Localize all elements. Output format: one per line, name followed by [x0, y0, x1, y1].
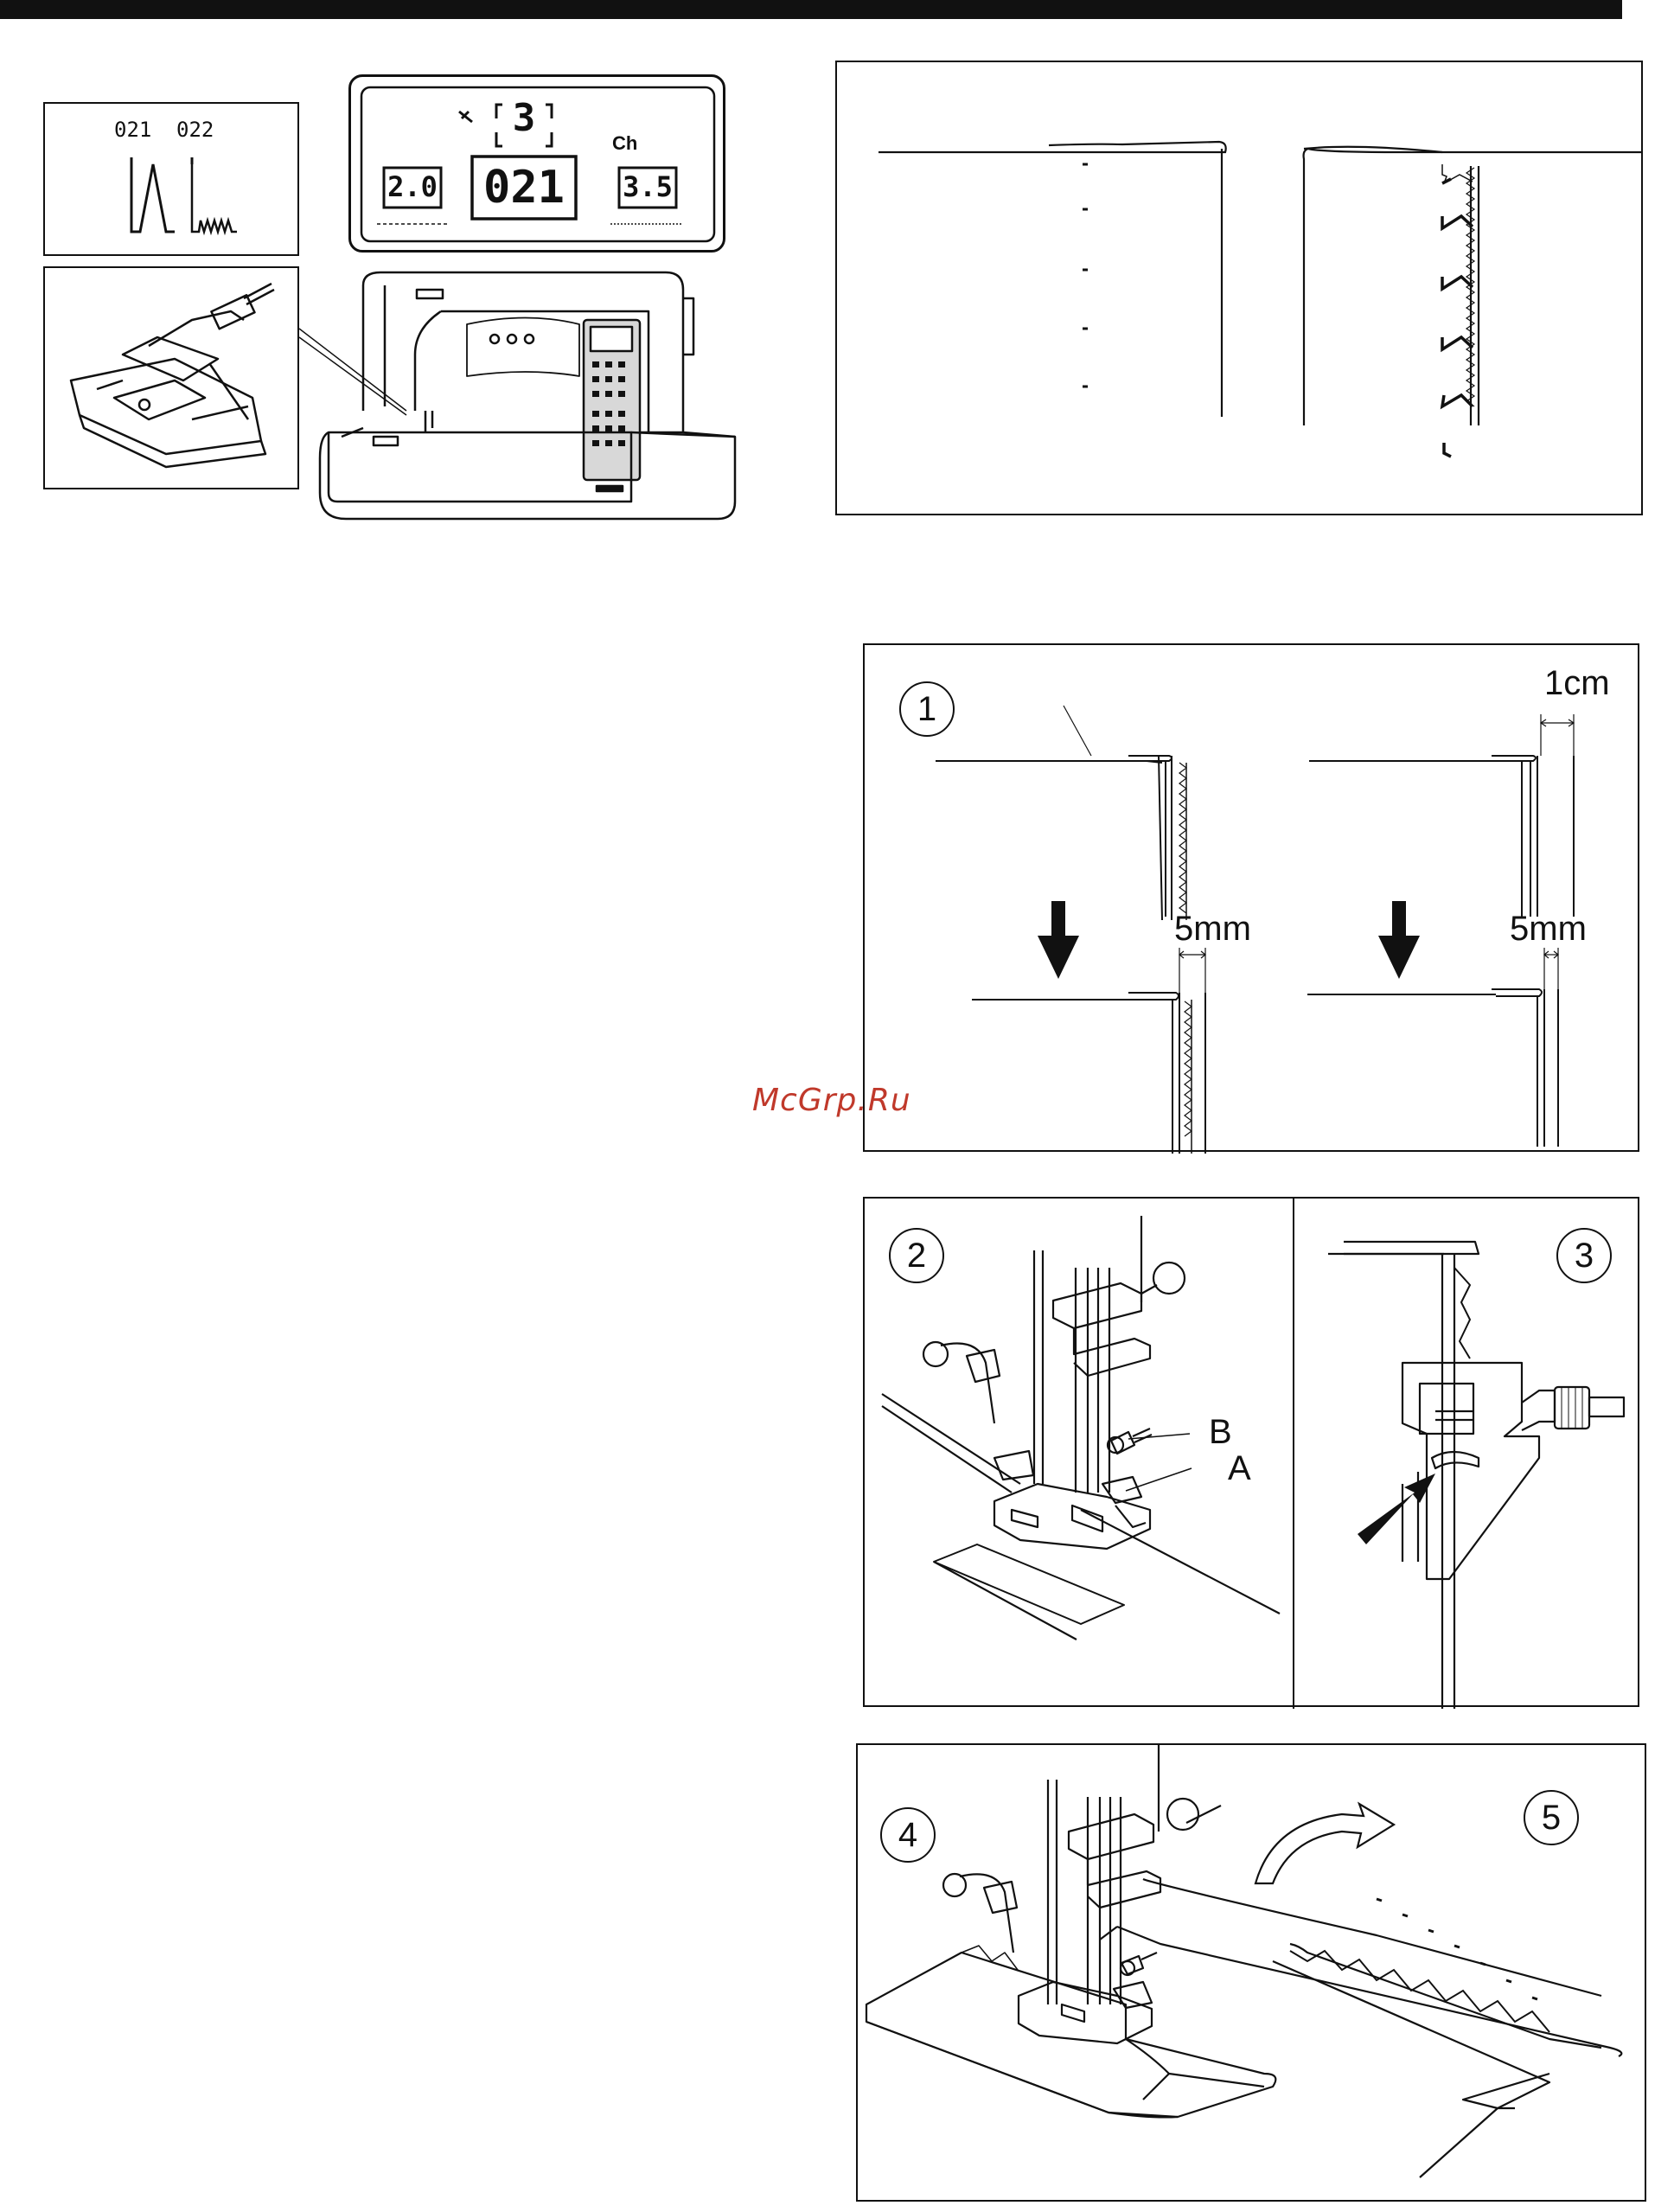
lcd-display-box: 3 2.0 021 3.5 Ch	[348, 74, 725, 253]
fig1-dim-1cm: 1cm	[1544, 664, 1610, 703]
lcd-length-value: 3.5	[619, 170, 676, 203]
lcd-width-value: 2.0	[384, 170, 441, 203]
fig1-dim-5mm-right: 5mm	[1510, 910, 1587, 949]
fig2-step-number: 2	[889, 1228, 944, 1283]
blind-hem-result-diagram	[837, 62, 1645, 517]
fig4-fig5-box: 4 5	[856, 1743, 1646, 2202]
fig3-step-number: 3	[1556, 1228, 1612, 1283]
header-bar	[0, 0, 1622, 19]
fig1-step-number: 1	[899, 681, 955, 737]
fig2-label-b: B	[1209, 1413, 1232, 1452]
fig2-label-a: A	[1228, 1449, 1251, 1488]
stitch-pattern-icons	[45, 104, 301, 258]
stitch-pattern-box: 021 022	[43, 102, 299, 256]
fig1-box: 1 1cm 5mm 5mm	[863, 643, 1639, 1152]
presser-foot-detail-box	[43, 266, 299, 489]
fig1-dim-5mm-left: 5mm	[1174, 910, 1251, 949]
lcd-length-icon-label: Ch	[612, 132, 637, 155]
blind-hem-result-box	[835, 61, 1643, 515]
watermark-text: McGrp.Ru	[752, 1083, 911, 1118]
lcd-top-value: 3	[505, 96, 543, 140]
fig5-step-number: 5	[1524, 1790, 1579, 1845]
lcd-pattern-number: 021	[472, 162, 576, 214]
fig4-step-number: 4	[880, 1807, 936, 1863]
fig2-presser-foot-guide-diagram	[865, 1199, 1641, 1709]
fig2-fig3-box: 2 3 B A	[863, 1197, 1639, 1707]
zigzag-foot-illustration	[45, 268, 301, 491]
sewing-machine-illustration	[320, 259, 735, 519]
fig1-fold-diagram	[865, 645, 1641, 1154]
